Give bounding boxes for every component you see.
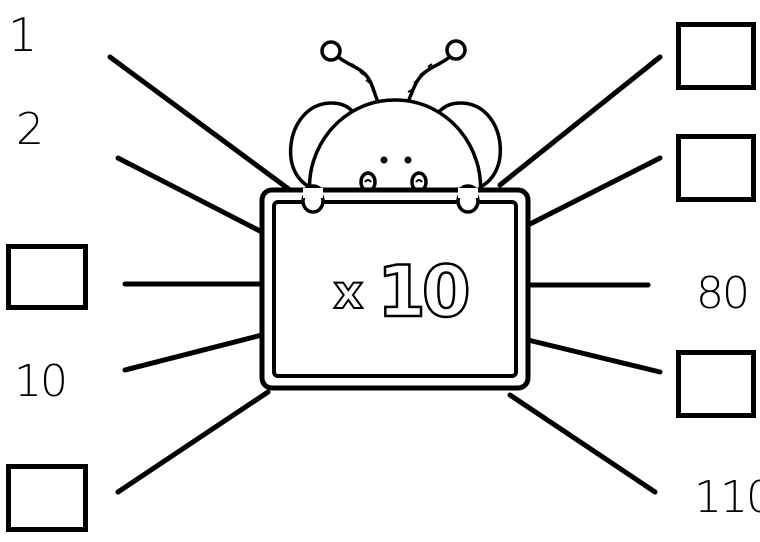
answer-box-left-3[interactable]	[6, 244, 88, 310]
left-value-2: 2	[16, 108, 42, 152]
right-value-5: 110	[694, 476, 760, 520]
spoke-right-2	[528, 158, 660, 225]
operator-symbol: x	[333, 265, 363, 319]
answer-box-right-1[interactable]	[676, 22, 756, 90]
multiplier-label: x 10	[330, 252, 470, 332]
left-value-4: 10	[14, 360, 66, 404]
spoke-right-5	[510, 395, 655, 492]
spoke-right-1	[500, 57, 660, 185]
left-value-1: 1	[8, 12, 35, 58]
answer-box-left-5[interactable]	[6, 464, 88, 532]
right-value-3: 80	[696, 272, 748, 316]
spoke-left-4	[125, 335, 262, 370]
bee-icon	[291, 41, 501, 210]
answer-box-right-2[interactable]	[676, 134, 756, 202]
factor-value: 10	[377, 251, 466, 333]
answer-box-right-4[interactable]	[676, 350, 756, 418]
spoke-left-5	[118, 392, 268, 492]
spoke-left-2	[118, 158, 262, 232]
spoke-right-4	[528, 340, 660, 372]
